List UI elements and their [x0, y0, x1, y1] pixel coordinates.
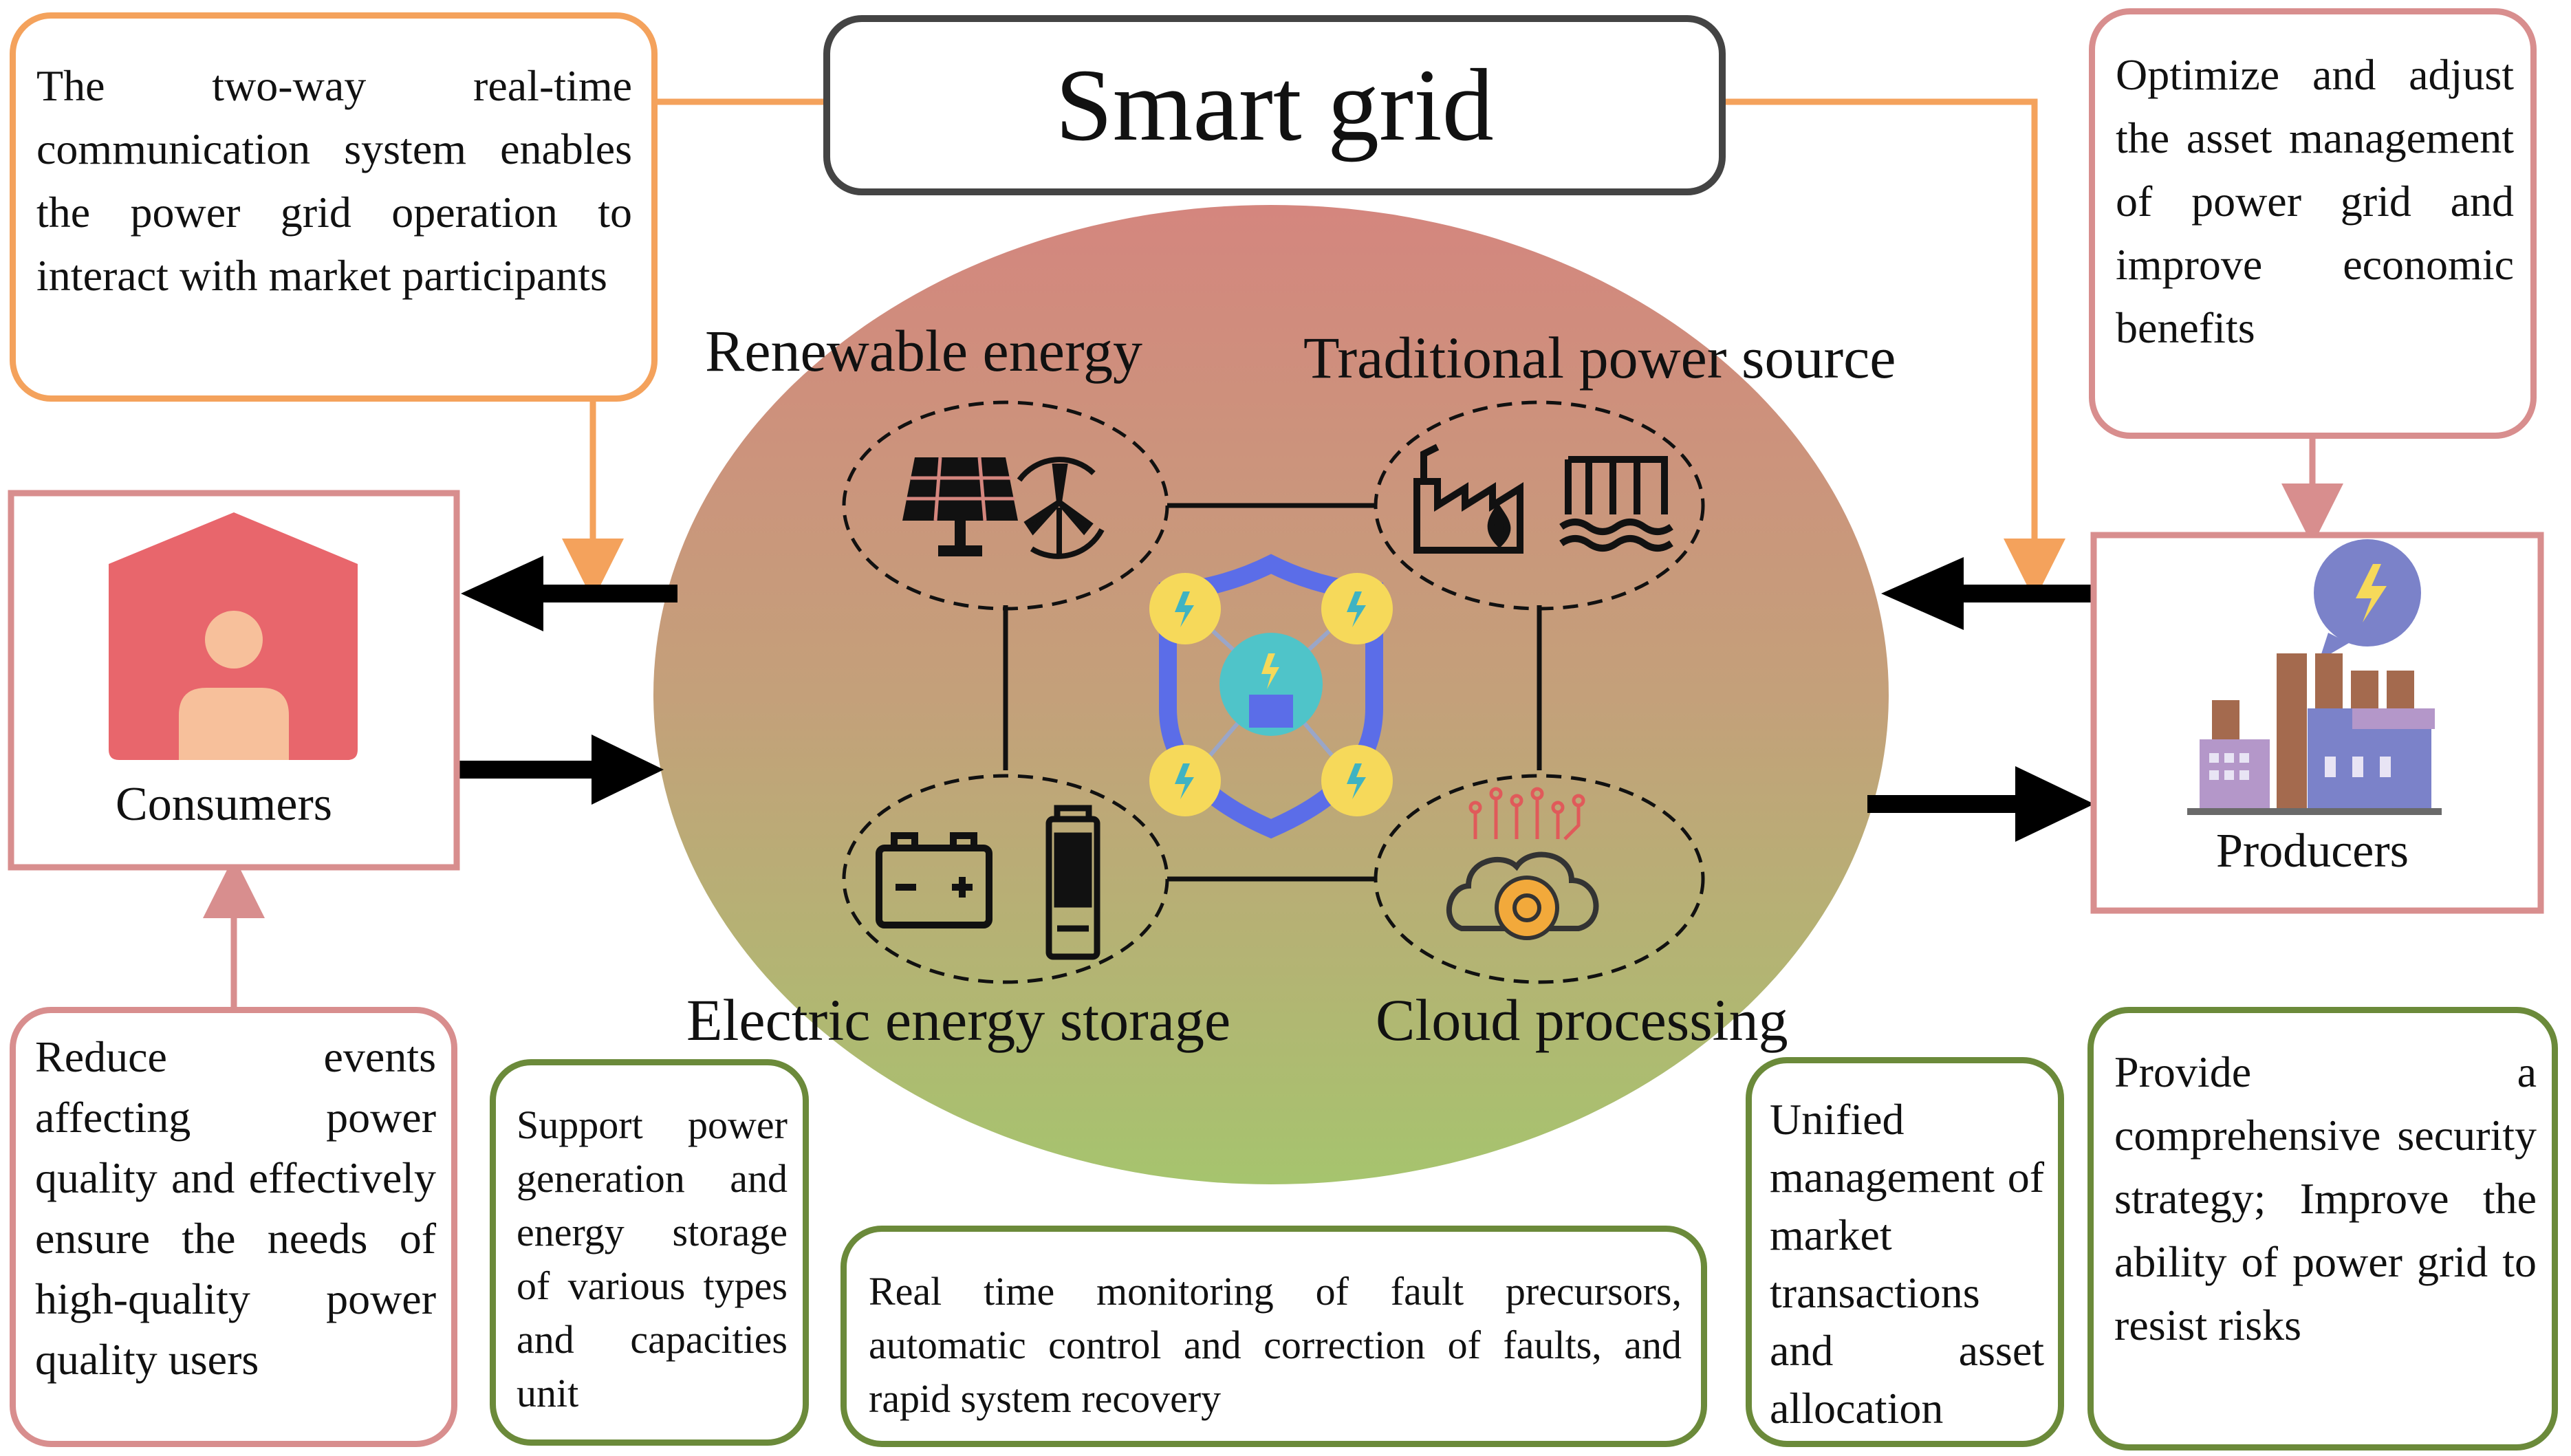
renewable-energy-label: Renewable energy: [705, 318, 1142, 384]
cloud-brain-gear-icon: [1446, 787, 1599, 940]
title-box: Smart grid: [823, 15, 1726, 195]
wind-turbine-icon: [1017, 457, 1105, 559]
pink-connectors: [203, 437, 2343, 1008]
traditional-power-label: Traditional power source: [1303, 325, 1896, 391]
factory-producer-icon: [2187, 539, 2442, 815]
cloud-processing-label: Cloud processing: [1376, 987, 1788, 1053]
producers-label: Producers: [2216, 825, 2409, 878]
factory-icon: [1413, 444, 1523, 554]
shield-grid-icon: [1149, 554, 1393, 839]
power-quality-note: Reduce events affecting power quality an…: [10, 1007, 457, 1447]
consumers-label: Consumers: [116, 778, 332, 831]
support-generation-note: Support power generation and energy stor…: [490, 1059, 809, 1446]
battery-icon: [876, 832, 992, 928]
orange-connectors: [562, 98, 2065, 600]
communication-note-text: The two-way real-time communication syst…: [36, 61, 632, 300]
asset-management-note: Optimize and adjust the asset management…: [2089, 8, 2537, 439]
monitoring-note: Real time monitoring of fault precursors…: [840, 1226, 1707, 1447]
power-quality-note-text: Reduce events affecting power quality an…: [35, 1032, 436, 1384]
flow-arrows: [446, 556, 2098, 842]
dashed-groups: [842, 400, 1705, 984]
support-generation-note-text: Support power generation and energy stor…: [517, 1102, 788, 1415]
security-strategy-note-text: Provide a comprehensive security strateg…: [2114, 1047, 2537, 1349]
diagram-title: Smart grid: [1055, 48, 1494, 162]
security-strategy-note: Provide a comprehensive security strateg…: [2087, 1007, 2558, 1450]
grid-connections: [1003, 503, 1542, 882]
solar-panel-icon: [902, 457, 1018, 556]
unified-management-note-text: Unified management of market transaction…: [1770, 1095, 2044, 1433]
electric-storage-label: Electric energy storage: [686, 987, 1231, 1053]
house-user-icon: [109, 512, 358, 760]
unified-management-note: Unified management of market transaction…: [1746, 1057, 2064, 1447]
monitoring-note-text: Real time monitoring of fault precursors…: [869, 1269, 1682, 1421]
hydro-dam-icon: [1559, 456, 1673, 552]
communication-note: The two-way real-time communication syst…: [10, 12, 658, 402]
battery-level-icon: [1045, 805, 1100, 960]
asset-management-note-text: Optimize and adjust the asset management…: [2116, 50, 2514, 352]
